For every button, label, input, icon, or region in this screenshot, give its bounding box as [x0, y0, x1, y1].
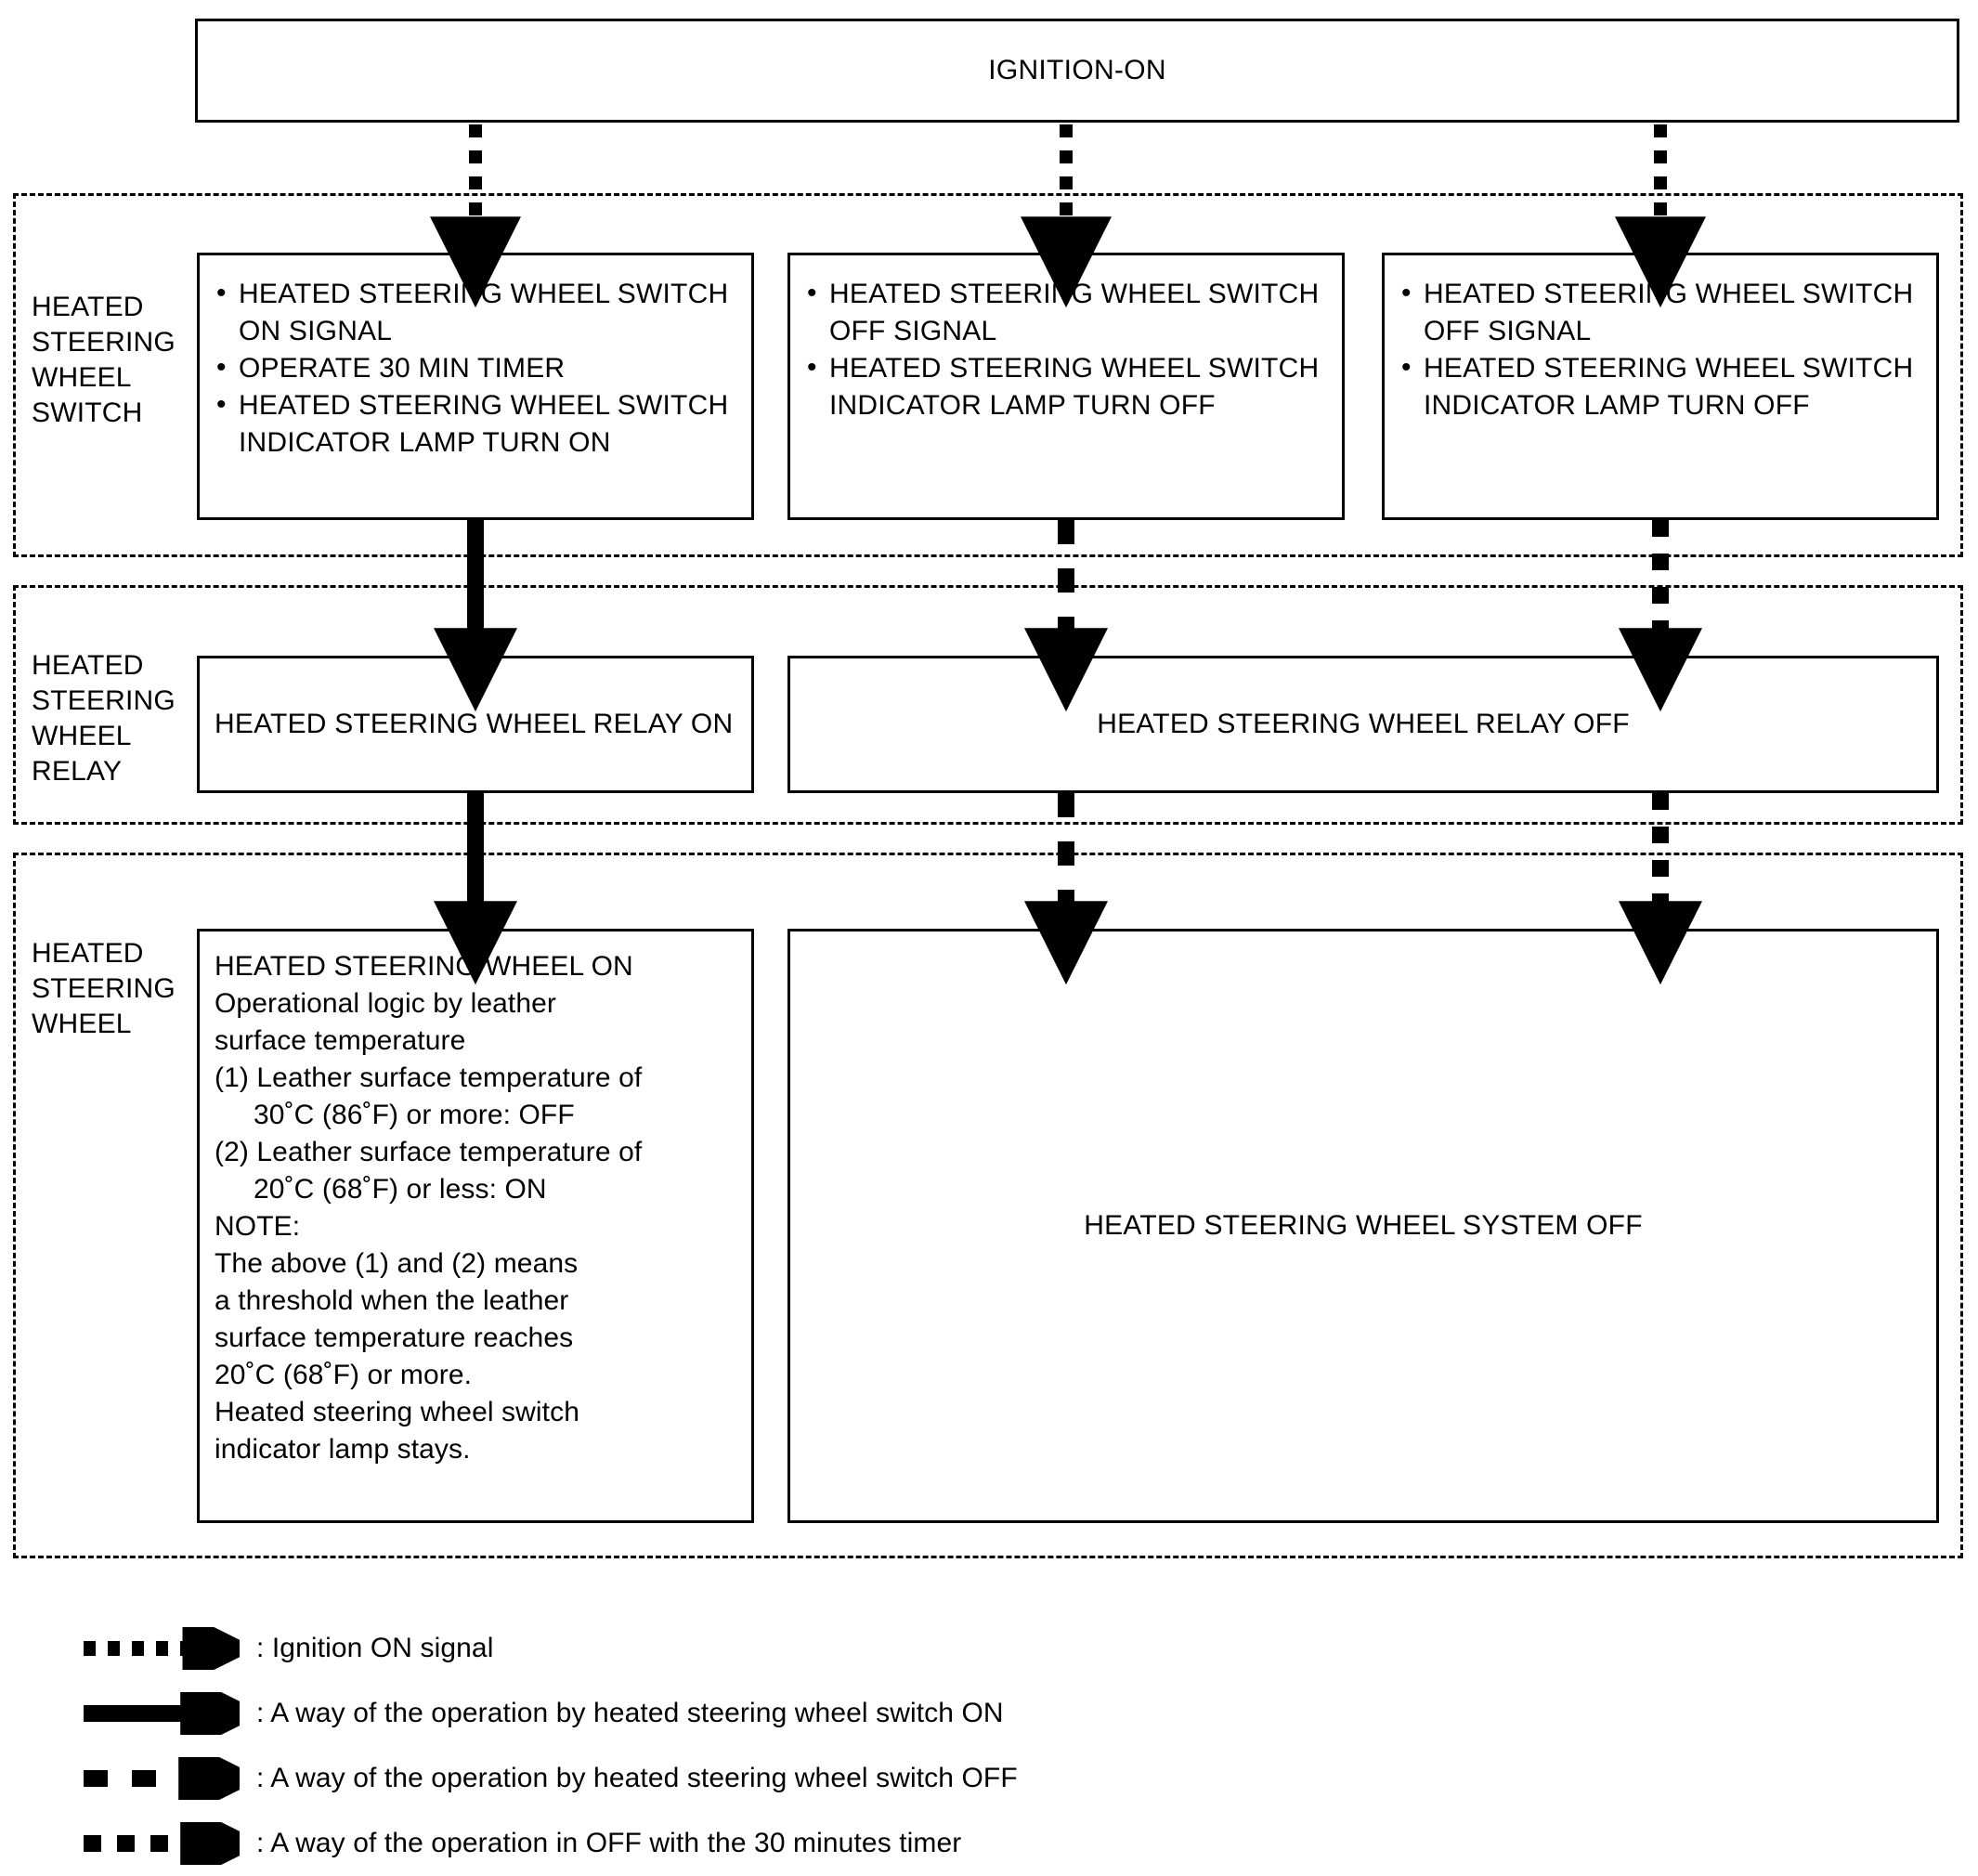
group-heated-steering-wheel-relay	[13, 585, 1963, 825]
box-wheel-system-off: HEATED STEERING WHEEL SYSTEM OFF	[787, 929, 1939, 1523]
detail-line: indicator lamp stays.	[215, 1434, 471, 1465]
legend-label: : A way of the operation by heated steer…	[256, 1763, 1018, 1793]
box-switch-off-middle: HEATED STEERING WHEEL SWITCH OFF SIGNAL …	[787, 253, 1345, 520]
list-item: HEATED STEERING WHEEL SWITCH OFF SIGNAL	[1399, 275, 1919, 350]
switch-off-middle-bullet-list: HEATED STEERING WHEEL SWITCH OFF SIGNAL …	[805, 275, 1325, 424]
box-wheel-on-detail: HEATED STEERING WHEEL ON Operational log…	[197, 929, 754, 1523]
detail-line: 20˚C (68˚F) or less: ON	[254, 1174, 547, 1205]
ignition-on-box: IGNITION-ON	[195, 19, 1959, 123]
short-dashed-arrow-icon	[82, 1802, 265, 1876]
legend-row: : A way of the operation in OFF with the…	[0, 1802, 1978, 1876]
box-switch-on: HEATED STEERING WHEEL SWITCH ON SIGNAL O…	[197, 253, 754, 520]
row-label-wheel: HEATED STEERING WHEEL	[32, 938, 176, 1039]
detail-line: The above (1) and (2) means	[215, 1248, 579, 1279]
box-switch-off-right: HEATED STEERING WHEEL SWITCH OFF SIGNAL …	[1382, 253, 1939, 520]
box-relay-on: HEATED STEERING WHEEL RELAY ON	[197, 656, 754, 793]
ignition-on-label: IGNITION-ON	[988, 55, 1166, 85]
legend-label: : A way of the operation by heated steer…	[256, 1698, 1004, 1728]
solid-arrow-icon	[82, 1672, 265, 1755]
detail-line: surface temperature	[215, 1025, 466, 1056]
list-item: HEATED STEERING WHEEL SWITCH INDICATOR L…	[1399, 349, 1919, 424]
list-item: OPERATE 30 MIN TIMER	[215, 349, 735, 387]
dashed-arrow-icon	[82, 1737, 263, 1820]
detail-line: (2) Leather surface temperature of	[215, 1137, 643, 1167]
group-heated-steering-wheel	[13, 853, 1963, 1558]
detail-line: Heated steering wheel switch	[215, 1397, 580, 1427]
legend-label: : Ignition ON signal	[256, 1633, 494, 1663]
detail-line: a threshold when the leather	[215, 1285, 569, 1316]
relay-off-label: HEATED STEERING WHEEL RELAY OFF	[1097, 709, 1630, 739]
legend: : Ignition ON signal : A way of the oper…	[0, 1611, 1978, 1876]
switch-on-bullet-list: HEATED STEERING WHEEL SWITCH ON SIGNAL O…	[215, 275, 735, 462]
legend-row: : A way of the operation by heated steer…	[0, 1672, 1978, 1755]
legend-row: : A way of the operation by heated steer…	[0, 1737, 1978, 1820]
relay-on-label: HEATED STEERING WHEEL RELAY ON	[215, 709, 734, 739]
detail-line: Operational logic by leather	[215, 988, 557, 1019]
wheel-system-off-label: HEATED STEERING WHEEL SYSTEM OFF	[1084, 1210, 1643, 1241]
detail-line: HEATED STEERING WHEEL ON	[215, 951, 633, 982]
list-item: HEATED STEERING WHEEL SWITCH ON SIGNAL	[215, 275, 735, 350]
legend-label: : A way of the operation in OFF with the…	[256, 1828, 962, 1858]
wheel-on-detail-text: HEATED STEERING WHEEL ON Operational log…	[215, 948, 740, 1468]
detail-line: 20˚C (68˚F) or more.	[215, 1360, 473, 1390]
list-item: HEATED STEERING WHEEL SWITCH INDICATOR L…	[805, 349, 1325, 424]
box-relay-off: HEATED STEERING WHEEL RELAY OFF	[787, 656, 1939, 793]
list-item: HEATED STEERING WHEEL SWITCH INDICATOR L…	[215, 386, 735, 462]
row-label-relay: HEATED STEERING WHEEL RELAY	[32, 650, 176, 787]
group-heated-steering-wheel-switch	[13, 193, 1963, 557]
detail-line: NOTE:	[215, 1211, 301, 1242]
detail-line: 30˚C (86˚F) or more: OFF	[254, 1100, 575, 1130]
fine-dotted-arrow-icon	[82, 1611, 257, 1686]
row-label-switch: HEATED STEERING WHEEL SWITCH	[32, 292, 176, 428]
switch-off-right-bullet-list: HEATED STEERING WHEEL SWITCH OFF SIGNAL …	[1399, 275, 1919, 424]
list-item: HEATED STEERING WHEEL SWITCH OFF SIGNAL	[805, 275, 1325, 350]
detail-line: surface temperature reaches	[215, 1322, 574, 1353]
legend-row: : Ignition ON signal	[0, 1611, 1978, 1686]
detail-line: (1) Leather surface temperature of	[215, 1062, 643, 1093]
